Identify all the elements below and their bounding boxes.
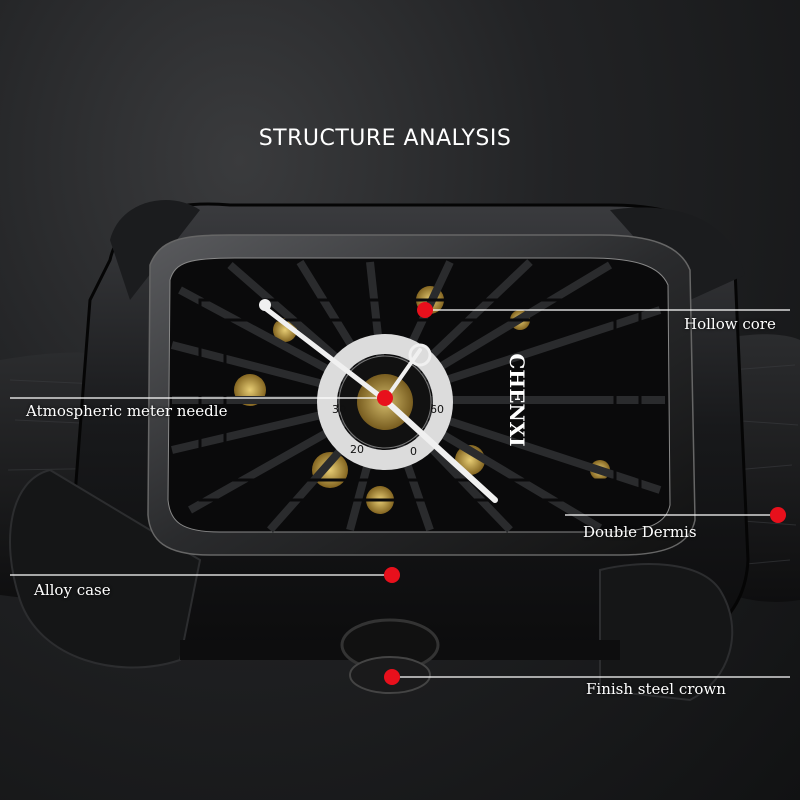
marker-double-dermis: [770, 507, 786, 523]
marker-hollow-core: [417, 302, 433, 318]
callout-double-dermis: Double Dermis: [583, 523, 697, 541]
subdial-ring: [317, 334, 453, 470]
subdial-num-20: 20: [350, 443, 364, 456]
callout-finish-crown: Finish steel crown: [586, 680, 726, 698]
subdial-num-30: 30: [332, 403, 346, 416]
callout-atmospheric-needle: Atmospheric meter needle: [26, 402, 228, 420]
marker-finish-crown: [384, 669, 400, 685]
marker-atmospheric-needle: [377, 390, 393, 406]
subdial-num-0: 0: [410, 445, 417, 458]
brand-logo-text: CHENXI: [505, 353, 529, 446]
leader-lines: [10, 309, 790, 678]
hour-hand: [262, 305, 388, 403]
marker-alloy-case: [384, 567, 400, 583]
minute-hand: [382, 397, 498, 503]
page-title: STRUCTURE ANALYSIS: [258, 126, 512, 151]
subdial-num-60: 60: [430, 403, 444, 416]
callout-alloy-case: Alloy case: [34, 581, 111, 599]
callout-hollow-core: Hollow core: [684, 315, 776, 333]
